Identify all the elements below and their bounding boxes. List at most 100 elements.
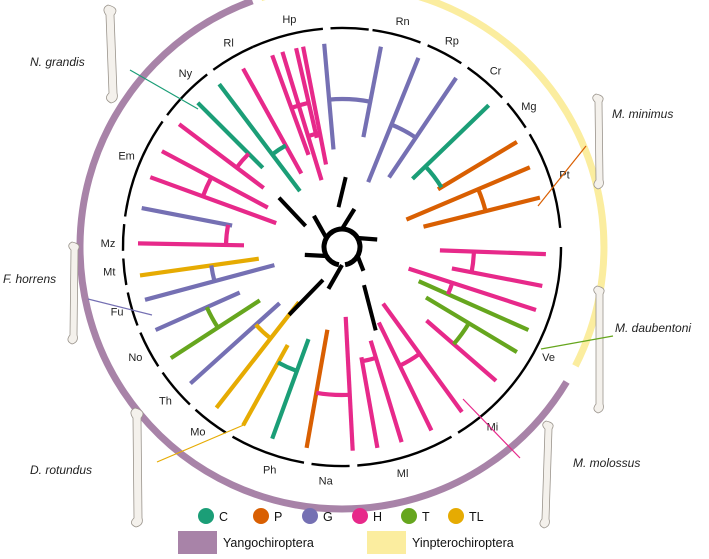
bone-image-n-grandis — [103, 4, 118, 104]
family-label-mi: Mi — [487, 421, 499, 433]
tree-internal-branch — [276, 360, 298, 373]
legend-item-g: G — [302, 508, 333, 524]
species-labels: N. grandis M. minimus F. horrens M. daub… — [3, 55, 691, 477]
tree-backbone-branch — [277, 196, 308, 228]
legend-label-yinpterochiroptera: Yinpterochiroptera — [412, 536, 514, 550]
callout-line-m-molossus — [462, 398, 521, 459]
tree-backbone-branch — [304, 252, 327, 259]
family-arc — [161, 371, 191, 406]
legend-item-c: C — [198, 508, 228, 524]
tree-tip-branch — [160, 149, 269, 210]
species-label-n-grandis: N. grandis — [30, 55, 85, 69]
family-label-ny: Ny — [179, 68, 193, 80]
tree-internal-branch — [446, 282, 455, 296]
tree-tip-branch — [376, 321, 434, 432]
tree-tip-branch — [424, 295, 518, 354]
tree-tip-branch — [177, 122, 265, 190]
tree-internal-branch — [204, 306, 220, 329]
tree-tip-branch — [387, 76, 458, 179]
legend-label-h: H — [373, 510, 382, 524]
tree-tip-branch — [139, 256, 260, 278]
family-label-ml: Ml — [397, 468, 409, 480]
family-label-rn: Rn — [396, 16, 410, 28]
tree-backbone-branch — [312, 214, 329, 240]
tree-tip-branch — [214, 300, 301, 410]
family-arc — [427, 44, 462, 65]
family-label-pt: Pt — [559, 170, 569, 182]
bone-image-d-rotundus — [130, 407, 144, 528]
tree-internal-branch — [307, 131, 321, 139]
tree-internal-branch — [234, 152, 251, 169]
tree-tip-branch — [422, 195, 541, 229]
tree-tip-branch — [270, 54, 311, 156]
tree-internal-branch — [469, 251, 476, 273]
family-label-mt: Mt — [103, 267, 115, 279]
legend-item-yangochiroptera: Yangochiroptera — [178, 531, 314, 554]
species-label-f-horrens: F. horrens — [3, 272, 56, 286]
legend-swatch-tl — [448, 508, 464, 524]
family-label-rp: Rp — [445, 35, 459, 47]
callout-lines — [87, 69, 614, 463]
callout-line-d-rotundus — [156, 423, 247, 463]
tree-tip-branch — [301, 46, 329, 165]
tree-tip-branch — [241, 67, 304, 175]
legend-label-g: G — [323, 510, 333, 524]
tree-backbone-branch — [362, 284, 378, 331]
tree-tip-branch — [405, 165, 531, 222]
tree-tip-branch — [149, 175, 277, 226]
family-label-mg: Mg — [521, 101, 536, 113]
tree-tip-branch — [169, 298, 261, 360]
tree-internal-branch — [390, 122, 417, 140]
tree-tip-branch — [322, 43, 336, 150]
tree-internal-branch — [290, 100, 310, 110]
family-arc — [123, 120, 164, 217]
family-arc — [457, 246, 563, 434]
legend-item-yinpterochiroptera: Yinpterochiroptera — [367, 531, 514, 554]
legend-item-t: T — [401, 508, 430, 524]
family-arc — [372, 28, 421, 44]
bone-image-m-molossus — [539, 420, 554, 529]
legend-swatch-t — [401, 508, 417, 524]
family-arc — [166, 73, 208, 116]
legend-swatch-g — [302, 508, 318, 524]
tree-tip-branch — [141, 206, 233, 228]
legend-item-h: H — [352, 508, 382, 524]
tree-tip-branch — [270, 338, 311, 440]
family-label-ph: Ph — [263, 465, 276, 477]
tree-tip-branch — [368, 340, 404, 443]
tree-internal-branch — [315, 390, 350, 398]
species-label-m-daubentoni: M. daubentoni — [615, 321, 691, 335]
tree-backbone-branch — [336, 176, 348, 208]
family-label-cr: Cr — [490, 65, 502, 77]
legend-label-c: C — [219, 510, 228, 524]
tree-tip-branch — [294, 47, 319, 139]
tree-tip-branch — [436, 140, 518, 192]
legend-item-p: P — [253, 508, 282, 524]
phylogenetic-tree — [137, 43, 546, 451]
bone-image-m-minimus — [592, 93, 604, 190]
tree-backbone-branch — [326, 263, 344, 290]
legend-swatch-yinpterochiroptera — [367, 531, 406, 554]
legend-label-p: P — [274, 510, 282, 524]
family-label-mo: Mo — [190, 426, 205, 438]
family-arc — [311, 462, 350, 468]
species-label-m-minimus: M. minimus — [612, 107, 673, 121]
tree-internal-branch — [209, 265, 217, 282]
family-arc — [212, 45, 254, 71]
tree-tip-branch — [407, 266, 537, 312]
family-label-no: No — [128, 352, 142, 364]
tree-backbone-branch — [287, 278, 325, 317]
tree-tip-branch — [381, 302, 464, 414]
family-arc — [330, 26, 369, 31]
tree-tip-branch — [361, 46, 383, 138]
family-arc — [466, 66, 504, 99]
family-label-ve: Ve — [542, 352, 555, 364]
tree-root — [321, 226, 363, 268]
bone-image-m-daubentoni — [593, 285, 605, 414]
family-label-th: Th — [159, 396, 172, 408]
callout-line-m-minimus — [537, 145, 587, 207]
species-label-m-molossus: M. molossus — [573, 456, 640, 470]
species-label-d-rotundus: D. rotundus — [30, 463, 92, 477]
tree-internal-branch — [328, 96, 371, 104]
